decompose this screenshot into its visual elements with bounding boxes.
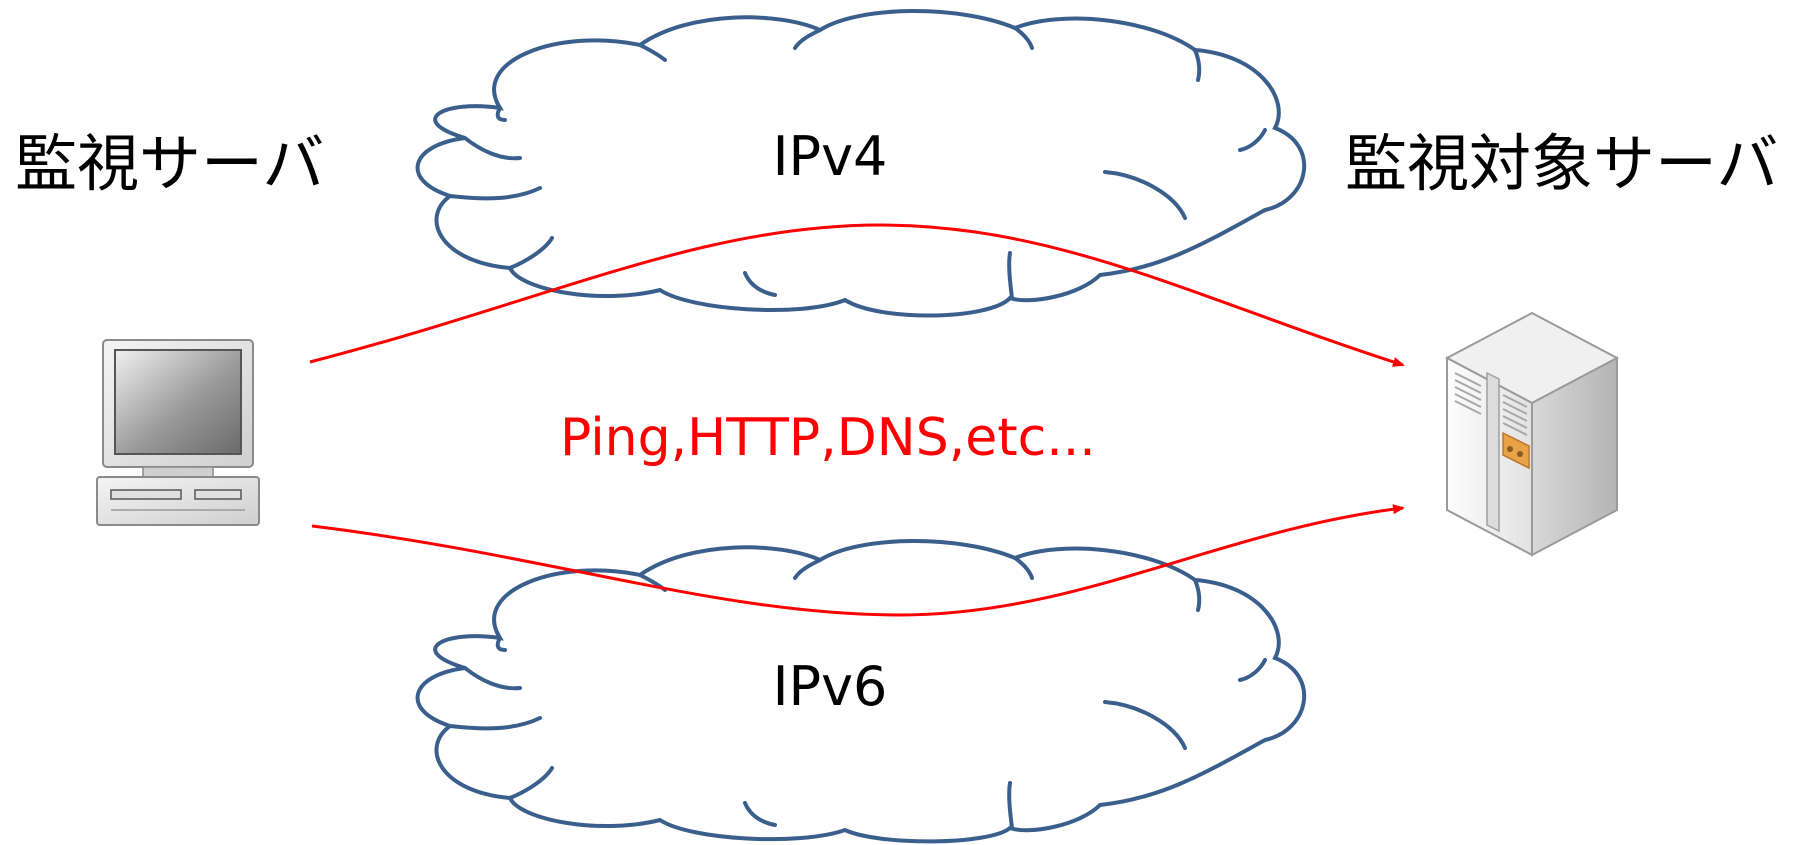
target-server-label: 監視対象サーバ	[1345, 127, 1778, 200]
ipv6-label: IPv6	[773, 655, 888, 718]
ipv4-label: IPv4	[773, 125, 888, 188]
desktop-computer-icon	[96, 339, 260, 526]
monitoring-server-label: 監視サーバ	[15, 127, 324, 200]
protocol-label: Ping,HTTP,DNS,etc...	[560, 408, 1096, 468]
ipv6-cloud	[415, 539, 1307, 844]
lower-traffic-arrow	[311, 504, 1405, 617]
ipv4-cloud	[415, 9, 1307, 318]
server-tower-icon	[1444, 311, 1620, 557]
upper-traffic-arrow	[309, 223, 1405, 367]
